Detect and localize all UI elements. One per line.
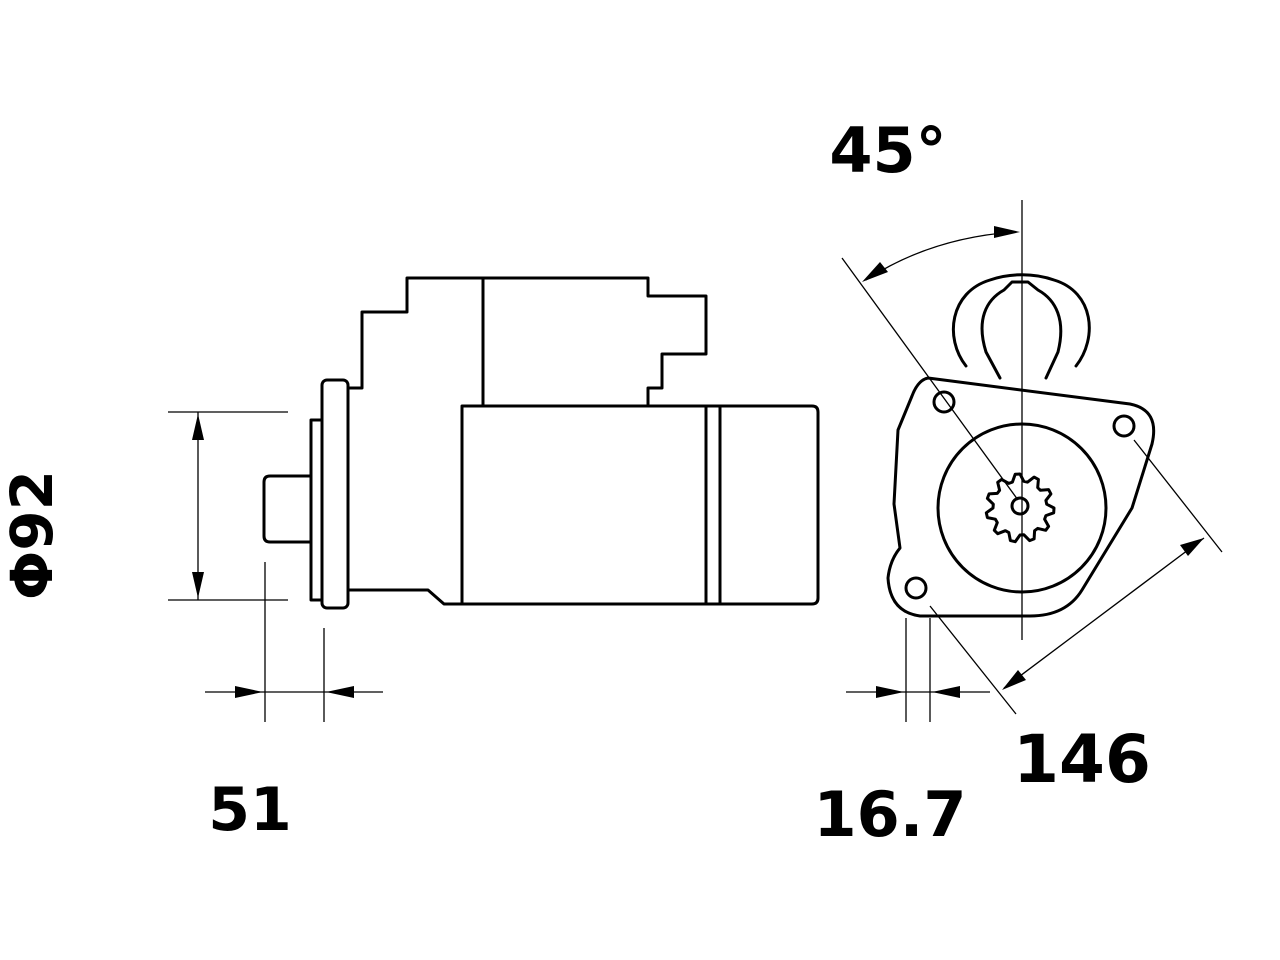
- drive-end-step: [309, 418, 324, 602]
- bolt-hole-top-left: [932, 390, 956, 414]
- drive-housing: [346, 276, 485, 406]
- diameter-label: Φ92: [0, 470, 66, 600]
- drive-housing-bottom: [346, 588, 464, 606]
- solenoid: [481, 276, 708, 406]
- pinion-bore: [1010, 496, 1030, 516]
- flange-offset-label: 51: [208, 775, 292, 845]
- terminal-ring: [952, 273, 1091, 368]
- end-view-construction: [841, 200, 1023, 640]
- mount-offset-label: 16.7: [814, 778, 967, 851]
- end-view: [886, 273, 1156, 618]
- bolt-span-dimension: [929, 439, 1223, 715]
- mounting-flange: [320, 378, 350, 610]
- end-flange: [886, 376, 1156, 618]
- terminal-ring-inner: [980, 280, 1063, 380]
- mount-offset-dimension: [846, 618, 990, 722]
- flange-offset-dimension: [205, 562, 383, 722]
- motor-body: [460, 404, 820, 606]
- diameter-dimension: [168, 411, 288, 601]
- angle-label: 45°: [829, 114, 946, 187]
- pinion-gear: [984, 472, 1056, 544]
- bolt-span-label: 146: [1013, 721, 1151, 798]
- pinion-teeth: [984, 472, 1056, 544]
- bolt-hole-right: [1112, 414, 1136, 438]
- pinion-nose: [262, 474, 313, 544]
- side-view: [262, 276, 820, 610]
- bolt-hole-bottom-left: [904, 576, 928, 600]
